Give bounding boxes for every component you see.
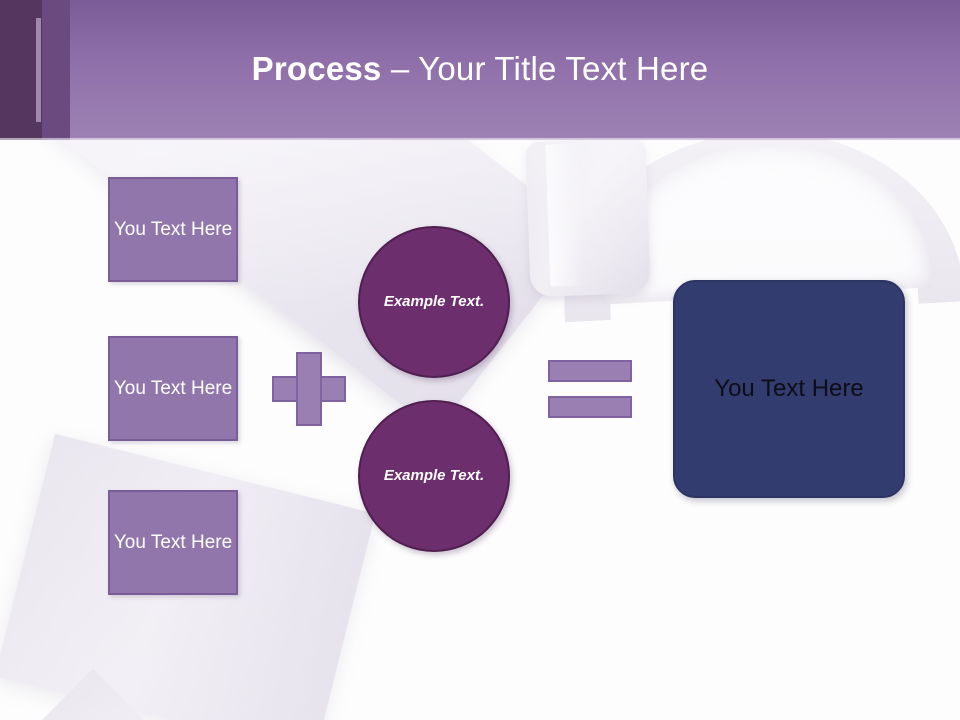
equals-icon	[548, 360, 632, 418]
result-box[interactable]: You Text Here	[673, 280, 905, 498]
example-circle-2-label: Example Text.	[383, 467, 485, 484]
equals-top-bar	[548, 360, 632, 382]
slide-header-band: Process – Your Title Text Here	[0, 0, 960, 140]
page-title-rest: – Your Title Text Here	[381, 50, 709, 87]
plus-icon	[272, 352, 346, 426]
page-title-bold: Process	[251, 50, 382, 87]
header-accent-line	[36, 18, 41, 122]
input-box-1[interactable]: You Text Here	[108, 177, 238, 282]
header-left-mid-stripe	[42, 0, 70, 140]
tie-knot	[525, 140, 651, 298]
input-box-3[interactable]: You Text Here	[108, 490, 238, 595]
example-circle-1-label: Example Text.	[383, 293, 485, 310]
input-box-3-label: You Text Here	[113, 532, 233, 553]
page-title: Process – Your Title Text Here	[0, 50, 960, 88]
input-box-2[interactable]: You Text Here	[108, 336, 238, 441]
input-box-1-label: You Text Here	[113, 219, 233, 240]
result-box-label: You Text Here	[714, 375, 864, 402]
equals-bottom-bar	[548, 396, 632, 418]
example-circle-1[interactable]: Example Text.	[358, 226, 510, 378]
input-box-2-label: You Text Here	[113, 378, 233, 399]
header-left-dark-stripe	[0, 0, 42, 140]
plus-center-fill	[298, 378, 320, 400]
tie-knot-highlight	[545, 143, 585, 287]
example-circle-2[interactable]: Example Text.	[358, 400, 510, 552]
header-bottom-rule	[0, 138, 960, 140]
